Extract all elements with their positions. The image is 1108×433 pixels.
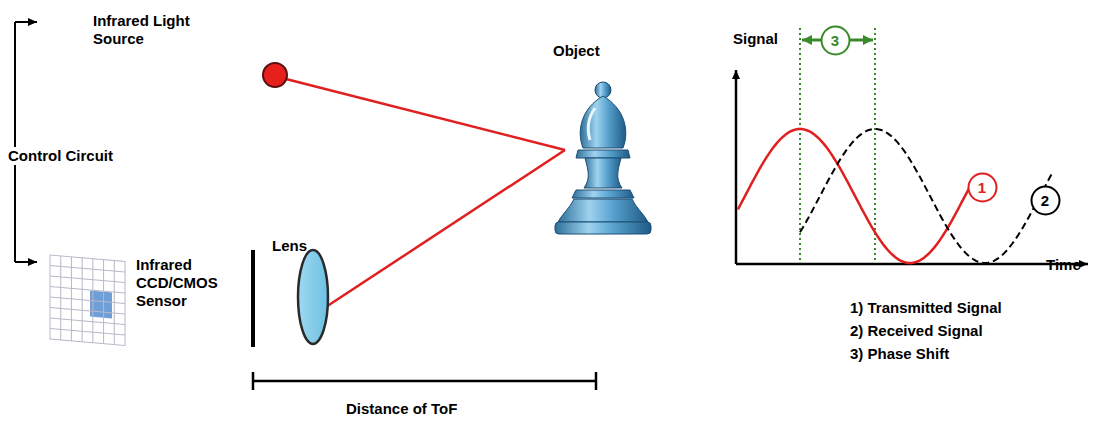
sensor-grid — [50, 255, 125, 346]
label: 2) Received Signal — [850, 322, 983, 340]
light-source — [263, 63, 287, 87]
label: Lens — [272, 237, 307, 255]
lens — [298, 250, 328, 344]
phase-markers — [800, 28, 875, 262]
label: Signal — [733, 30, 778, 48]
label: 1) Transmitted Signal — [850, 299, 1002, 317]
distance-bracket — [253, 372, 596, 390]
transmitted-wave — [738, 129, 976, 263]
label: Control Circuit — [6, 147, 115, 165]
control-bracket — [15, 22, 37, 262]
received-wave — [800, 129, 1052, 263]
callout-number: 2 — [1041, 192, 1049, 209]
label: Time — [1046, 256, 1081, 274]
callout-number: 1 — [978, 179, 986, 196]
chess-object — [555, 82, 651, 234]
label: 3) Phase Shift — [850, 345, 949, 363]
chart-axes — [736, 70, 1088, 264]
label: Infrared CCD/CMOS Sensor — [136, 256, 228, 310]
sensor-bar — [251, 250, 255, 347]
callout-number: 3 — [831, 32, 839, 49]
callout-circle: 3 — [820, 25, 851, 56]
label: Infrared Light Source — [93, 12, 203, 48]
callout-circle: 2 — [1030, 185, 1061, 216]
label: Distance of ToF — [346, 400, 457, 418]
label: Object — [553, 42, 600, 60]
callout-circle: 1 — [967, 172, 998, 203]
